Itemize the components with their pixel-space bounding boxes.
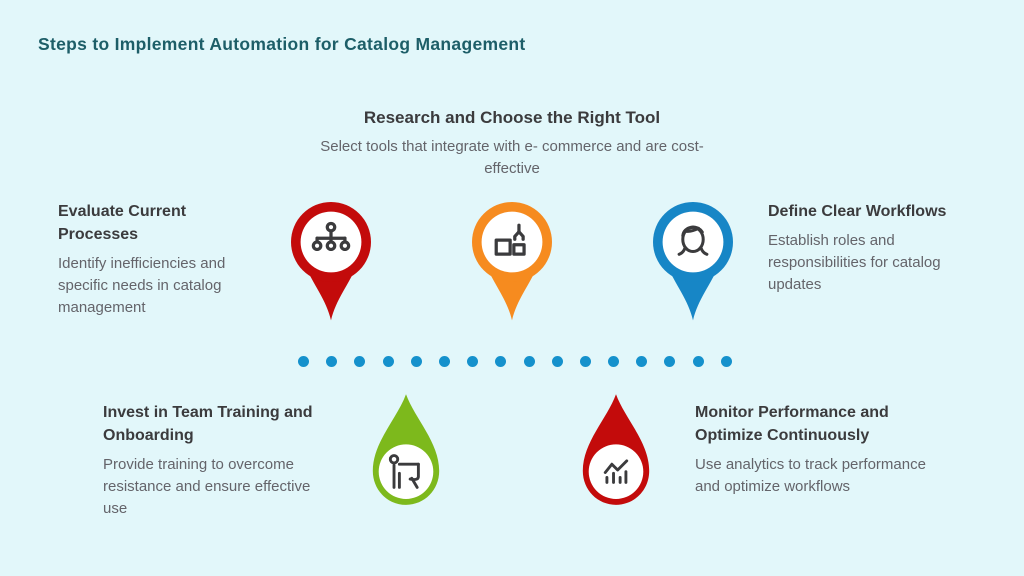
step-evaluate-text: Evaluate Current Processes Identify inef… — [58, 200, 258, 319]
timeline-dot — [467, 355, 479, 367]
person-icon — [677, 225, 709, 256]
step-title: Evaluate Current Processes — [58, 203, 187, 243]
map-pin-workflows — [653, 202, 733, 321]
drop-inner-circle — [588, 444, 644, 499]
page-title: Steps to Implement Automation for Catalo… — [38, 34, 526, 54]
timeline-dot — [523, 355, 535, 367]
step-training-text: Invest in Team Training and Onboarding P… — [103, 401, 318, 520]
timeline-dot — [664, 355, 676, 367]
step-workflows-text: Define Clear Workflows Establish roles a… — [768, 200, 973, 296]
analytics-icon — [603, 459, 629, 484]
step-monitor-text: Monitor Performance and Optimize Continu… — [695, 401, 935, 498]
drop-inner-circle — [378, 444, 434, 499]
timeline-dot — [579, 355, 591, 367]
timeline-dot — [608, 355, 620, 367]
timeline-dot — [298, 355, 309, 367]
org-chart-icon — [311, 221, 351, 252]
timeline-dot — [354, 355, 366, 367]
step-description: Establish roles and responsibilities for… — [768, 232, 941, 293]
timeline-dot — [692, 355, 704, 367]
step-title: Define Clear Workflows — [768, 203, 947, 220]
timeline-dot — [495, 355, 507, 367]
timeline-dot — [720, 355, 732, 367]
map-pin-research — [472, 202, 552, 321]
step-title: Research and Choose the Right Tool — [363, 108, 661, 127]
presenter-icon — [388, 454, 420, 489]
teardrop-training — [372, 394, 440, 505]
timeline-dot — [326, 355, 338, 367]
timeline-dot — [636, 355, 648, 367]
pin-inner-circle — [481, 211, 543, 273]
timeline-dot — [410, 355, 422, 367]
step-title: Invest in Team Training and Onboarding — [103, 404, 313, 444]
teardrop-monitor — [582, 394, 650, 505]
step-description: Select tools that integrate with e- comm… — [320, 138, 704, 177]
timeline-dots — [298, 355, 732, 367]
timeline-dot — [551, 355, 563, 367]
timeline-dot — [382, 355, 394, 367]
step-title: Monitor Performance and Optimize Continu… — [695, 404, 889, 444]
map-pin-evaluate — [291, 202, 371, 321]
robot-gripper-icon — [494, 223, 526, 256]
step-description: Provide training to overcome resistance … — [103, 456, 311, 517]
step-research-text: Research and Choose the Right Tool Selec… — [302, 106, 722, 180]
pin-inner-circle — [662, 211, 724, 273]
step-description: Identify inefficiencies and specific nee… — [58, 255, 226, 316]
timeline-dot — [438, 355, 450, 367]
step-description: Use analytics to track performance and o… — [695, 456, 926, 495]
